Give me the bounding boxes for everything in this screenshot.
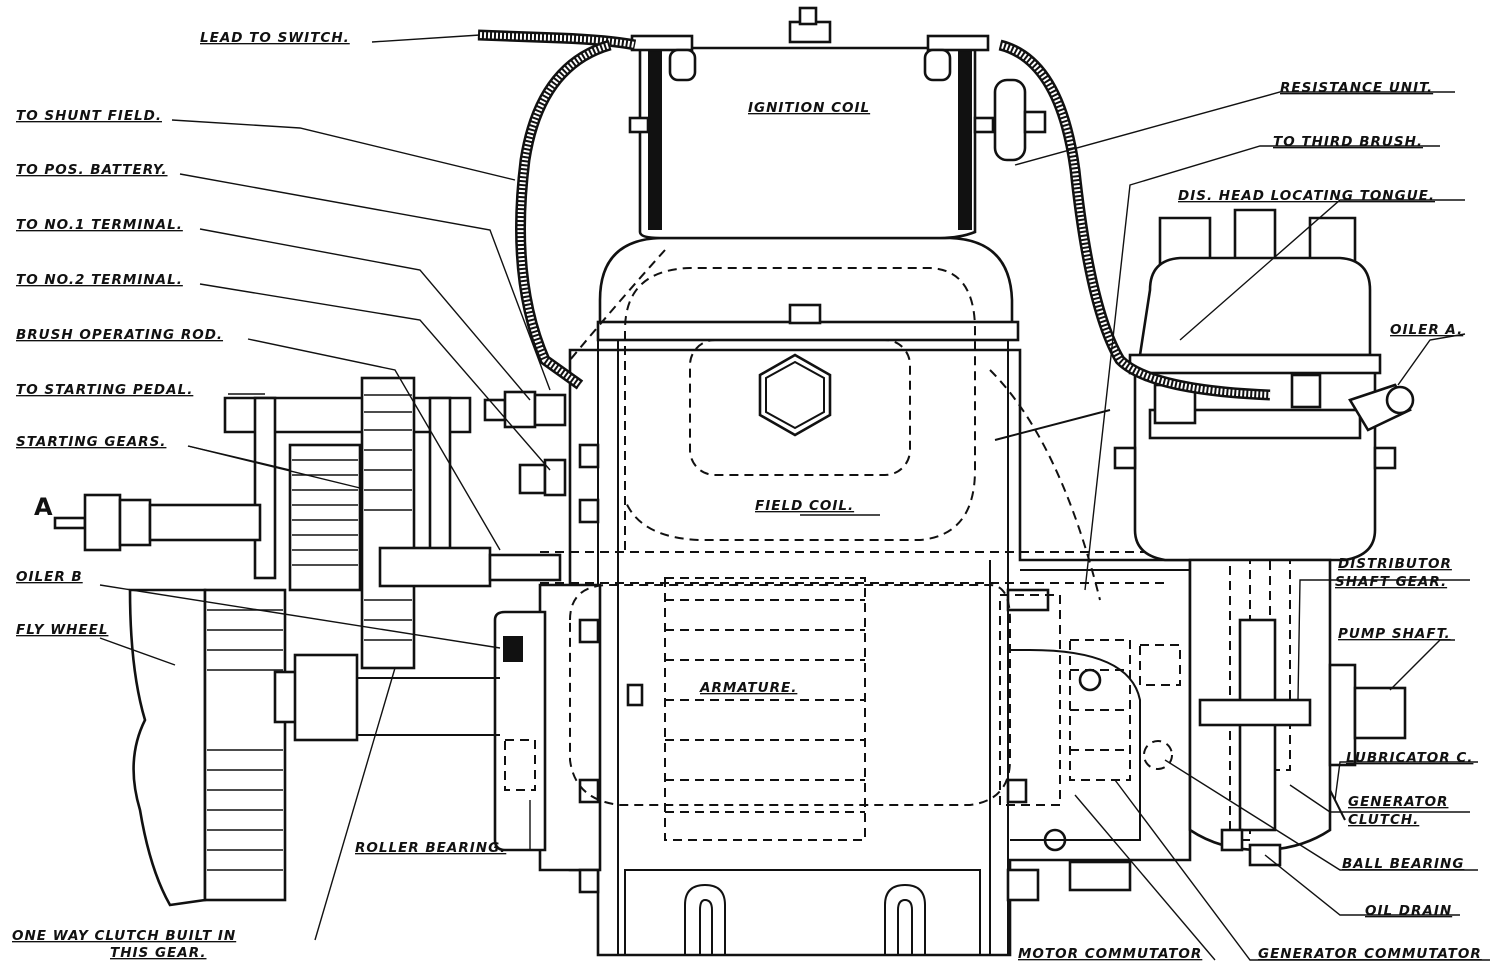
label-brush-operating-rod: BRUSH OPERATING ROD. [16, 327, 223, 343]
hex-nut-icon [758, 353, 832, 437]
label-oiler-a: OILER A. [1390, 322, 1463, 338]
labels: LEAD TO SWITCH. TO SHUNT FIELD. TO POS. … [12, 30, 1482, 962]
label-pump-shaft: PUMP SHAFT. [1338, 626, 1451, 642]
label-one-way-clutch-2: THIS GEAR. [110, 945, 206, 961]
label-ball-bearing: BALL BEARING [1342, 856, 1464, 872]
label-clutch: CLUTCH. [1348, 812, 1419, 828]
label-lead-to-switch: LEAD TO SWITCH. [200, 30, 350, 46]
label-oiler-b: OILER B [16, 569, 83, 585]
label-generator: GENERATOR [1348, 794, 1448, 810]
label-shaft-gear: SHAFT GEAR. [1335, 574, 1447, 590]
label-oil-drain: OIL DRAIN [1365, 903, 1452, 919]
label-one-way-clutch-1: ONE WAY CLUTCH BUILT IN [12, 928, 236, 944]
label-distributor: DISTRIBUTOR [1338, 556, 1452, 572]
label-field-coil: FIELD COIL. [755, 498, 854, 514]
label-to-no2-terminal: TO NO.2 TERMINAL. [16, 272, 183, 288]
spark-plug-terminal-icon [798, 6, 818, 26]
label-to-shunt-field: TO SHUNT FIELD. [16, 108, 162, 124]
label-to-no1-terminal: TO NO.1 TERMINAL. [16, 217, 183, 233]
label-dis-head-locating-tongue: DIS. HEAD LOCATING TONGUE. [1178, 188, 1435, 204]
distributor-drawing [1113, 208, 1415, 867]
motor-generator-housing [493, 236, 1192, 957]
label-to-starting-pedal: TO STARTING PEDAL. [16, 382, 193, 398]
label-roller-bearing: ROLLER BEARING. [355, 840, 506, 856]
starting-gear-assembly [53, 376, 562, 907]
label-generator-commutator: GENERATOR COMMUTATOR [1258, 946, 1482, 962]
label-ignition-coil: IGNITION COIL [748, 100, 870, 116]
label-armature: ARMATURE. [699, 680, 797, 696]
label-to-pos-battery: TO POS. BATTERY. [16, 162, 168, 178]
cables [477, 29, 1271, 601]
field-coil-outline [624, 267, 976, 550]
armature-drawing [569, 577, 1181, 852]
label-a-marker: A [34, 493, 53, 521]
label-to-third-brush: TO THIRD BRUSH. [1273, 134, 1423, 150]
label-fly-wheel: FLY WHEEL [16, 622, 108, 638]
label-lubricator-c: LUBRICATOR C. [1346, 750, 1473, 766]
label-starting-gears: STARTING GEARS. [16, 434, 166, 450]
leader-lines [99, 34, 1490, 961]
label-resistance-unit: RESISTANCE UNIT. [1280, 80, 1433, 96]
ignition-coil-drawing [628, 6, 1047, 240]
label-motor-commutator: MOTOR COMMUTATOR [1018, 946, 1202, 962]
